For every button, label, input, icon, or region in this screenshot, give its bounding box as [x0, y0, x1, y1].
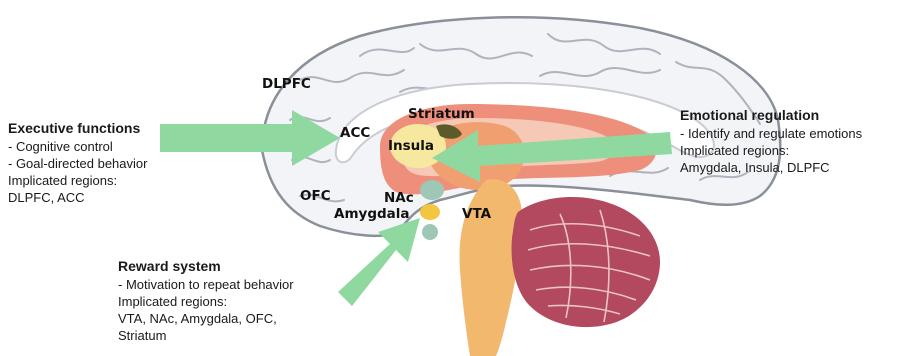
emotional-title: Emotional regulation — [680, 107, 819, 123]
executive-title: Executive functions — [8, 120, 140, 136]
reward-line-1: - Motivation to repeat behavior — [118, 276, 294, 293]
label-vta: VTA — [462, 206, 492, 222]
label-striatum: Striatum — [408, 106, 475, 122]
executive-line-4: DLPFC, ACC — [8, 189, 85, 206]
nac-region — [420, 180, 444, 200]
label-ofc: OFC — [300, 188, 331, 204]
amygdala-region — [420, 204, 440, 220]
executive-line-1: - Cognitive control — [8, 138, 113, 155]
emotional-line-2: Implicated regions: — [680, 142, 789, 159]
hippocampus-region — [422, 224, 438, 240]
label-acc: ACC — [340, 125, 370, 141]
emotional-line-1: - Identify and regulate emotions — [680, 125, 862, 142]
reward-line-3: VTA, NAc, Amygdala, OFC, — [118, 310, 277, 327]
label-dlpfc: DLPFC — [262, 76, 311, 92]
reward-title: Reward system — [118, 258, 221, 274]
emotional-line-3: Amygdala, Insula, DLPFC — [680, 159, 830, 176]
executive-line-3: Implicated regions: — [8, 172, 117, 189]
reward-line-4: Striatum — [118, 327, 166, 344]
executive-line-2: - Goal-directed behavior — [8, 155, 147, 172]
label-amygdala: Amygdala — [334, 206, 410, 222]
reward-line-2: Implicated regions: — [118, 293, 227, 310]
label-insula: Insula — [388, 138, 434, 154]
label-nac: NAc — [384, 190, 414, 206]
